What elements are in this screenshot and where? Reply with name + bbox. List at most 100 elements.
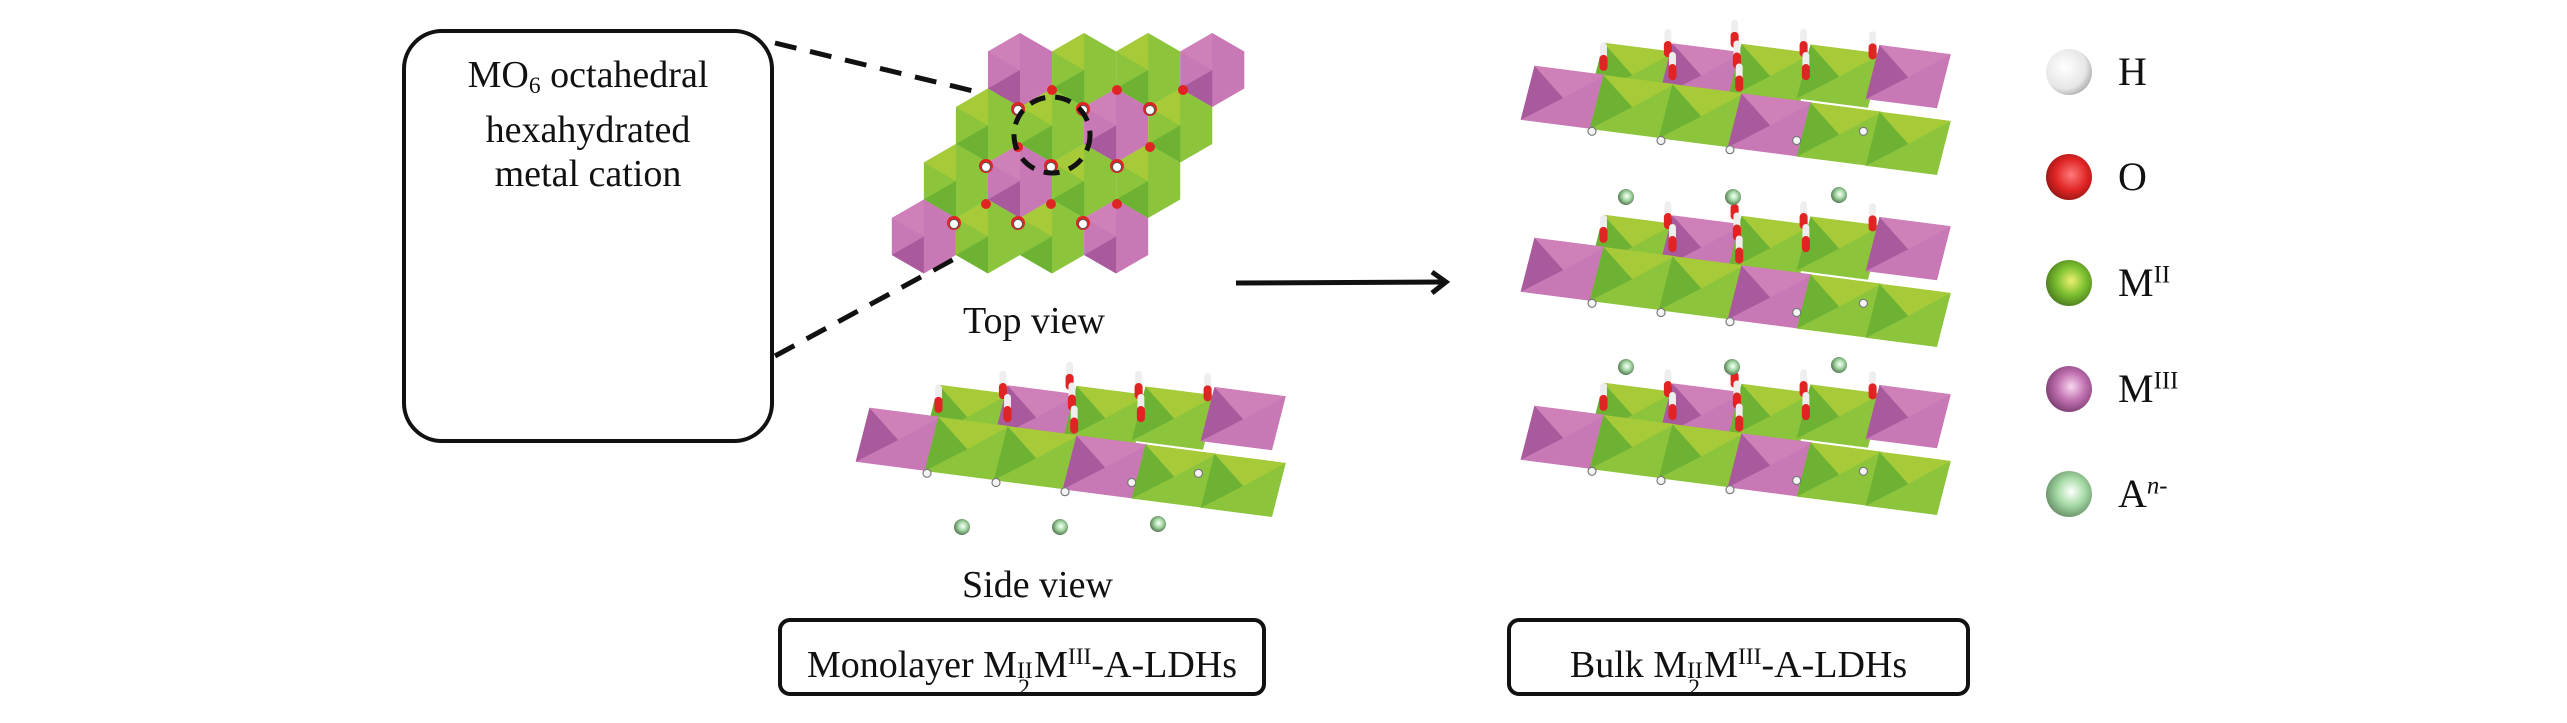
hydrogen-dot — [1078, 219, 1088, 229]
back-tile-trivalent — [1865, 45, 1951, 109]
oxygen-dot — [1178, 85, 1188, 95]
tile-facet-dark — [1520, 405, 1564, 460]
hex-facet-dark — [1084, 236, 1117, 274]
front-tile-trivalent — [1727, 433, 1813, 497]
oxygen-dot — [1046, 199, 1056, 209]
front-tile-divalent — [1865, 111, 1951, 175]
tile-facet-dark — [855, 407, 899, 462]
hex-facet-light — [1052, 33, 1085, 70]
hex-facet-dark — [1020, 236, 1053, 274]
hydrogen-dot — [1858, 298, 1868, 308]
legend-label-o: O — [2118, 157, 2147, 197]
hex-divalent-octahedron — [1052, 144, 1117, 218]
callout-title-octahedral: octahedral — [540, 54, 709, 96]
monolayer-m: M — [1034, 643, 1068, 686]
hydrogen-dot — [1792, 475, 1802, 486]
legend-label-mii: MII — [2118, 262, 2170, 303]
hex-trivalent-octahedron — [987, 144, 1053, 218]
bulk-sub-2: 2 — [1688, 674, 1701, 701]
tile-facet-dark — [1865, 451, 1909, 506]
bulk-sheet-1 — [1520, 19, 1951, 175]
hydrogen-dot — [991, 477, 1001, 488]
back-tile-divalent — [1796, 216, 1882, 280]
legend-label-anion-sup: n- — [2146, 472, 2168, 500]
front-tile-divalent — [1796, 102, 1882, 166]
hex-facet-dark — [1116, 70, 1149, 107]
side-view-sheet — [855, 361, 1286, 517]
monolayer-prefix: Monolayer M — [806, 643, 1017, 686]
tile-facet-light — [1741, 383, 1813, 417]
hydrogen-dot — [1046, 162, 1056, 172]
tile-facet-light — [1879, 111, 1951, 144]
hex-divalent-octahedron — [1020, 199, 1085, 274]
hydrogen-dot — [1587, 126, 1597, 136]
tile-facet-light — [1810, 44, 1882, 77]
oxygen-dot — [1047, 85, 1057, 95]
tile-facet-light — [1076, 385, 1148, 419]
tile-facet-light — [1603, 414, 1675, 448]
tile-facet-light — [1879, 217, 1951, 250]
hex-facet-dark — [1052, 70, 1085, 107]
bulk-sup-ii: II — [1687, 658, 1703, 685]
front-tile-trivalent — [1727, 93, 1813, 157]
tile-facet-dark — [1796, 274, 1840, 329]
tile-facet-dark — [1062, 435, 1106, 490]
anion-dot — [1831, 357, 1847, 373]
hex-divalent-octahedron — [955, 88, 1020, 163]
legend-label-miii: MIII — [2118, 368, 2178, 409]
legend-item-h: H — [2046, 49, 2147, 95]
tile-facet-light — [938, 384, 1010, 417]
legend-label-h: H — [2118, 52, 2147, 92]
tile-facet-light — [1007, 426, 1079, 459]
legend-item-anion: An- — [2046, 471, 2168, 517]
monolayer-suffix: -A-LDHs — [1091, 643, 1238, 686]
callout-title-subscript: 6 — [528, 72, 541, 99]
tile-facet-light — [1810, 442, 1882, 475]
hydrogen-dot — [1587, 466, 1597, 476]
tile-facet-light — [1145, 444, 1217, 477]
tile-facet-light — [1879, 283, 1951, 316]
tile-facet-dark — [1796, 102, 1840, 157]
anion-dot — [1052, 519, 1068, 535]
tile-facet-light — [938, 416, 1010, 450]
anion-dot — [1831, 187, 1847, 203]
front-tile-divalent — [1658, 256, 1744, 320]
hex-facet-dark — [1052, 181, 1085, 218]
tile-facet-dark — [1658, 424, 1702, 479]
hex-trivalent-octahedron — [1084, 199, 1149, 274]
hydrogen-dot — [1193, 468, 1203, 478]
bulk-sheet-2 — [1520, 191, 1951, 347]
front-tile-trivalent — [855, 407, 941, 471]
tile-facet-dark — [1865, 45, 1909, 100]
tile-facet-dark — [1200, 453, 1244, 508]
tile-facet-dark — [1589, 246, 1633, 301]
hex-facet-light — [955, 88, 988, 126]
front-tile-divalent — [1796, 442, 1882, 506]
hydrogen-dot — [1858, 126, 1868, 136]
hydrogen-dot — [949, 219, 959, 229]
hex-facet-dark — [1116, 181, 1149, 218]
tile-facet-light — [1672, 424, 1744, 457]
tile-facet-light — [1603, 214, 1675, 247]
anion-dot — [1618, 189, 1634, 205]
tile-facet-dark — [1727, 433, 1771, 488]
tile-facet-light — [1672, 256, 1744, 289]
hydrogen-dot — [1587, 298, 1597, 308]
hex-facet-dark — [1148, 125, 1181, 163]
hex-facet-dark — [1180, 70, 1213, 107]
tile-facet-light — [1672, 383, 1744, 416]
hex-facet-dark — [955, 125, 988, 163]
front-tile-divalent — [1589, 246, 1675, 311]
hex-divalent-octahedron — [1148, 88, 1213, 163]
anion-dot — [954, 519, 970, 535]
tile-facet-light — [1672, 84, 1744, 117]
hex-divalent-octahedron — [1052, 33, 1117, 107]
hydrogen-dot — [1792, 307, 1802, 318]
front-tile-trivalent — [1727, 265, 1813, 329]
hex-facet-dark — [1020, 125, 1053, 163]
hex-divalent-octahedron — [1116, 144, 1181, 218]
hydrogen-dot — [1112, 162, 1122, 172]
